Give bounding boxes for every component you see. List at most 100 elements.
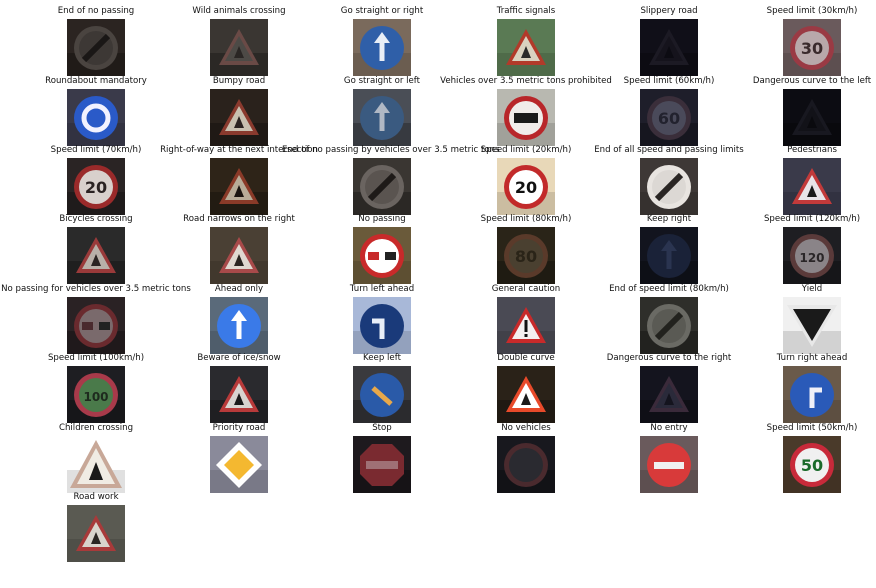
sign-cell: Stop <box>312 423 452 493</box>
road-narrows-sign-icon <box>210 227 268 284</box>
sign-image <box>67 89 125 146</box>
sign-title: Road work <box>73 492 119 502</box>
children-crossing-sign-icon <box>67 436 125 493</box>
straight-or-right-sign-icon <box>353 19 411 76</box>
sign-cell: Right-of-way at the next intersection <box>160 145 318 215</box>
sign-image <box>497 297 555 354</box>
sign-cell: Turn left ahead <box>312 284 452 354</box>
sign-cell: Bicycles crossing <box>26 214 166 284</box>
sign-cell: Speed limit (100km/h)100 <box>26 353 166 423</box>
sign-title: Wild animals crossing <box>192 6 286 16</box>
sign-title: Yield <box>801 284 823 294</box>
sign-cell: Dangerous curve to the left <box>742 76 876 146</box>
sign-image <box>210 19 268 76</box>
no-vehicles-sign-icon <box>497 436 555 493</box>
sign-title: Turn left ahead <box>349 284 415 294</box>
speed-limit-80-sign-icon: 80 <box>497 227 555 284</box>
straight-or-left-sign-icon <box>353 89 411 146</box>
sign-title: Speed limit (50km/h) <box>766 423 858 433</box>
turn-right-ahead-sign-icon <box>783 366 841 423</box>
sign-cell: Go straight or left <box>312 76 452 146</box>
sign-image <box>210 227 268 284</box>
sign-title: Beware of ice/snow <box>197 353 281 363</box>
sign-cell: Turn right ahead <box>742 353 876 423</box>
sign-image <box>783 158 841 215</box>
sign-cell: End of no passing by vehicles over 3.5 m… <box>282 145 500 215</box>
sign-cell: No passing for vehicles over 3.5 metric … <box>1 284 191 354</box>
sign-title: Keep left <box>363 353 401 363</box>
sign-cell: End of no passing <box>26 6 166 76</box>
road-work-sign-icon <box>67 505 125 562</box>
svg-text:20: 20 <box>515 178 537 197</box>
sign-title: Speed limit (100km/h) <box>47 353 145 363</box>
sign-image <box>640 366 698 423</box>
sign-image <box>353 227 411 284</box>
sign-title: Speed limit (60km/h) <box>623 76 715 86</box>
sign-cell: Speed limit (70km/h) 20 <box>26 145 166 215</box>
pedestrians-sign-icon <box>783 158 841 215</box>
sign-title: Go straight or right <box>340 6 424 16</box>
sign-title: Bicycles crossing <box>59 214 133 224</box>
sign-cell: Children crossing <box>26 423 166 493</box>
sign-title: End of no passing <box>57 6 135 16</box>
sign-cell: No passing <box>312 214 452 284</box>
bicycles-crossing-sign-icon <box>67 227 125 284</box>
svg-text:20: 20 <box>85 178 107 197</box>
sign-cell: Double curve <box>456 353 596 423</box>
end-speed-limit-80-sign-icon <box>640 297 698 354</box>
sign-image <box>640 19 698 76</box>
svg-text:60: 60 <box>658 109 680 128</box>
sign-cell: Speed limit (50km/h)50 <box>742 423 876 493</box>
curve-right-sign-icon <box>640 366 698 423</box>
speed-limit-20-sign-icon: 20 <box>497 158 555 215</box>
sign-image <box>497 366 555 423</box>
trucks-prohibited-sign-icon <box>497 89 555 146</box>
sign-cell: Road narrows on the right <box>169 214 309 284</box>
turn-left-ahead-sign-icon <box>353 297 411 354</box>
sign-cell: Go straight or right <box>312 6 452 76</box>
sign-image <box>353 89 411 146</box>
speed-limit-120-sign-icon: 120 <box>783 227 841 284</box>
sign-image <box>210 158 268 215</box>
sign-image <box>210 89 268 146</box>
sign-title: Go straight or left <box>343 76 421 86</box>
sign-cell: Keep right <box>599 214 739 284</box>
keep-right-sign-icon <box>640 227 698 284</box>
sign-image <box>210 436 268 493</box>
end-no-passing-trucks-sign-icon <box>353 158 411 215</box>
sign-title: Turn right ahead <box>776 353 848 363</box>
no-entry-sign-icon <box>640 436 698 493</box>
sign-cell: Speed limit (20km/h)20 <box>456 145 596 215</box>
sign-title: Speed limit (80km/h) <box>480 214 572 224</box>
sign-title: Roundabout mandatory <box>45 76 147 86</box>
sign-title: No passing <box>358 214 406 224</box>
sign-image: 120 <box>783 227 841 284</box>
sign-image <box>640 297 698 354</box>
sign-title: No entry <box>650 423 688 433</box>
sign-title: Speed limit (70km/h) <box>50 145 142 155</box>
sign-title: Vehicles over 3.5 metric tons prohibited <box>440 76 612 86</box>
sign-image <box>783 297 841 354</box>
general-caution-sign-icon <box>497 297 555 354</box>
svg-text:80: 80 <box>515 247 537 266</box>
sign-cell: Road work <box>26 492 166 562</box>
svg-text:30: 30 <box>801 39 823 58</box>
ahead-only-sign-icon <box>210 297 268 354</box>
sign-title: Speed limit (30km/h) <box>766 6 858 16</box>
sign-cell: Speed limit (120km/h)120 <box>742 214 876 284</box>
speed-limit-30-sign-icon: 30 <box>783 19 841 76</box>
sign-image <box>640 436 698 493</box>
sign-title: End of no passing by vehicles over 3.5 m… <box>282 145 500 155</box>
sign-title: Bumpy road <box>212 76 266 86</box>
sign-image <box>210 366 268 423</box>
sign-image <box>67 297 125 354</box>
sign-image <box>497 89 555 146</box>
sign-cell: Wild animals crossing <box>169 6 309 76</box>
sign-title: No passing for vehicles over 3.5 metric … <box>1 284 191 294</box>
priority-road-sign-icon <box>210 436 268 493</box>
sign-cell: Roundabout mandatory <box>26 76 166 146</box>
sign-image <box>353 19 411 76</box>
ice-snow-sign-icon <box>210 366 268 423</box>
sign-cell: Speed limit (60km/h) 60 <box>599 76 739 146</box>
svg-text:120: 120 <box>799 251 824 265</box>
